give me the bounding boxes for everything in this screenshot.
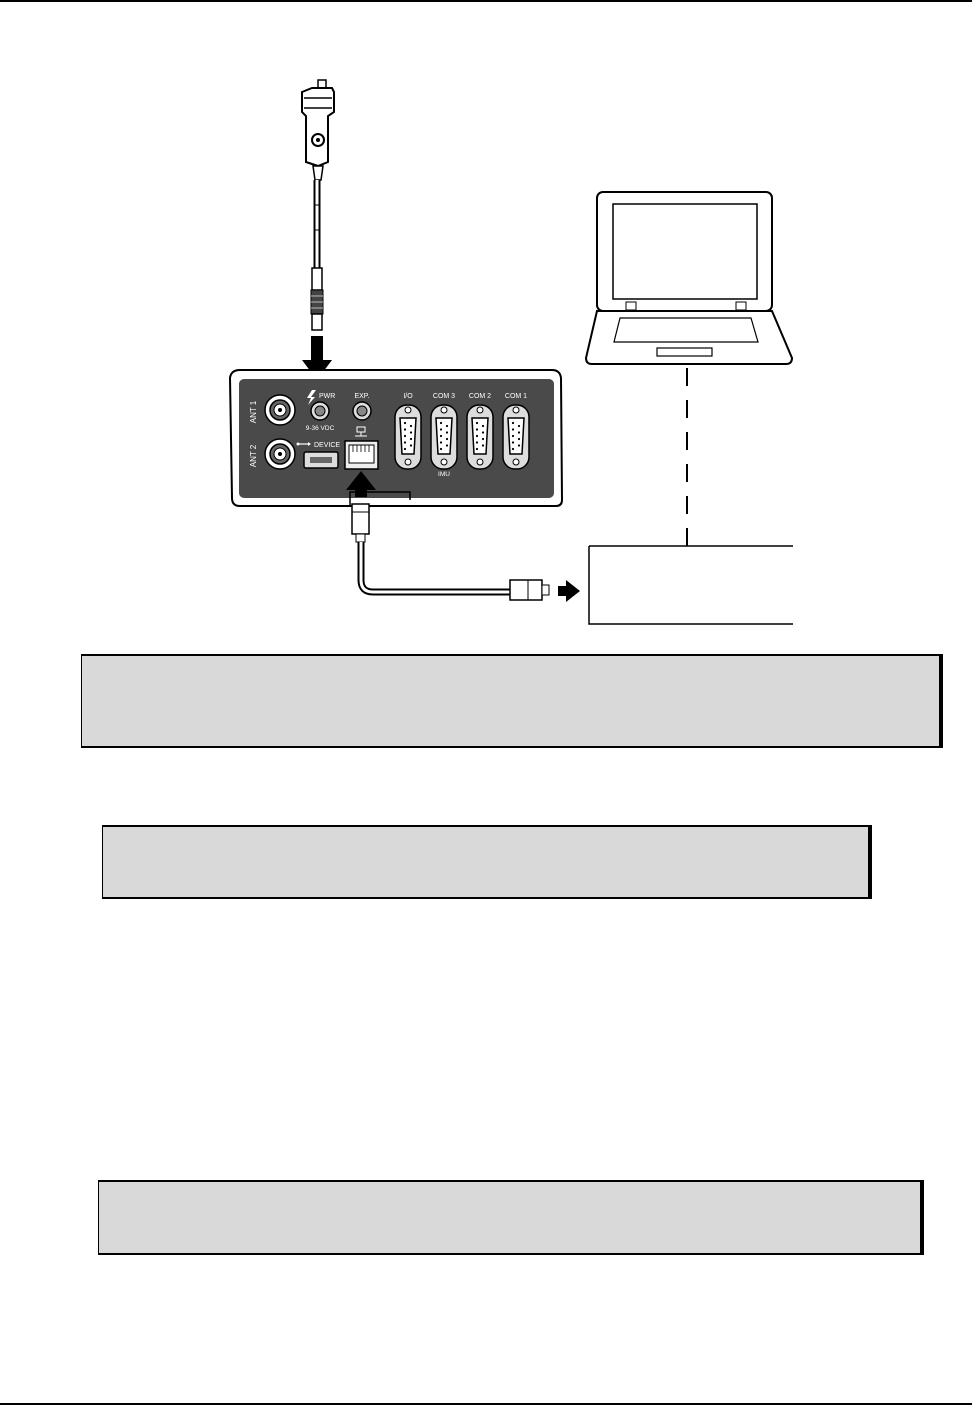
power-cable — [310, 180, 324, 331]
arrow-right-icon — [558, 580, 580, 602]
com2-port — [466, 404, 494, 470]
pwr-voltage-label: 9-36 VDC — [306, 425, 335, 432]
ant1-label: ANT 1 — [249, 400, 258, 423]
com3-label: COM 3 — [433, 393, 455, 400]
network-device-box — [588, 545, 793, 625]
note-box-3 — [98, 1180, 924, 1255]
ethernet-icon — [355, 426, 367, 437]
usb-icon — [296, 442, 311, 446]
footer-rule — [0, 1403, 972, 1405]
com2-label: COM 2 — [469, 393, 491, 400]
ethernet-cable — [357, 542, 512, 596]
com3-port — [430, 404, 458, 470]
com1-label: COM 1 — [505, 393, 527, 400]
rj45-plug-icon — [351, 503, 370, 543]
io-port — [394, 404, 422, 470]
imu-label: IMU — [438, 471, 450, 478]
cigarette-lighter-adapter-icon — [301, 79, 335, 181]
exp-label: EXP. — [354, 393, 369, 400]
rj45-plug-icon — [509, 579, 550, 601]
arrow-up-icon — [346, 471, 376, 497]
note-box-2 — [102, 825, 872, 899]
connection-diagram: ANT 1 ANT 2 PWR 9-36 VDC EXP. DEVICE — [228, 79, 794, 625]
com1-port — [502, 404, 530, 470]
laptop-icon — [584, 191, 794, 365]
note-box-1 — [81, 654, 943, 748]
ant2-label: ANT 2 — [249, 444, 258, 467]
power-lightning-icon — [307, 390, 316, 405]
io-label: I/O — [403, 393, 413, 400]
header-rule — [0, 0, 972, 2]
pwr-label: PWR — [319, 393, 335, 400]
device-label: DEVICE — [314, 442, 340, 449]
